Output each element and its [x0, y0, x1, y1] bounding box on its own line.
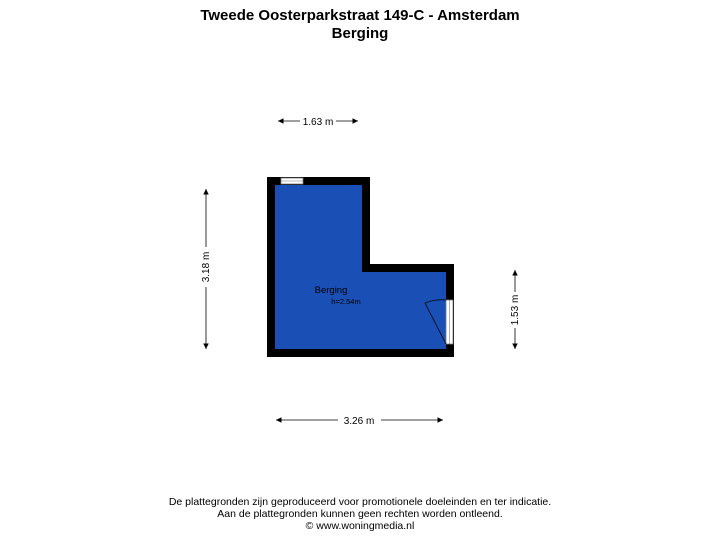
dimension-left-label: 3.18 m: [201, 252, 212, 283]
disclaimer-line-2: Aan de plattegronden kunnen geen rechten…: [217, 508, 503, 520]
dimension-left: 3.18 m: [201, 189, 212, 349]
dimension-bottom: 3.26 m: [276, 416, 443, 427]
dimension-bottom-label: 3.26 m: [344, 416, 375, 427]
door-icon: [424, 299, 454, 345]
disclaimer-line-1: De plattegronden zijn geproduceerd voor …: [168, 496, 552, 508]
dimension-right-label: 1.53 m: [510, 295, 521, 326]
plan-title-floor: Berging: [331, 25, 389, 42]
dimension-top: 1.63 m: [278, 117, 358, 128]
plan-title-address: Tweede Oosterparkstraat 149-C - Amsterda…: [200, 7, 520, 24]
room-height-label: h=2.54m: [331, 297, 360, 306]
dimension-top-label: 1.63 m: [303, 117, 334, 128]
room-floor: [275, 185, 446, 349]
room-name-label: Berging: [315, 285, 348, 296]
window-icon: [280, 177, 304, 185]
copyright-link[interactable]: © www.woningmedia.nl: [305, 520, 415, 532]
dimension-right: 1.53 m: [510, 270, 521, 349]
